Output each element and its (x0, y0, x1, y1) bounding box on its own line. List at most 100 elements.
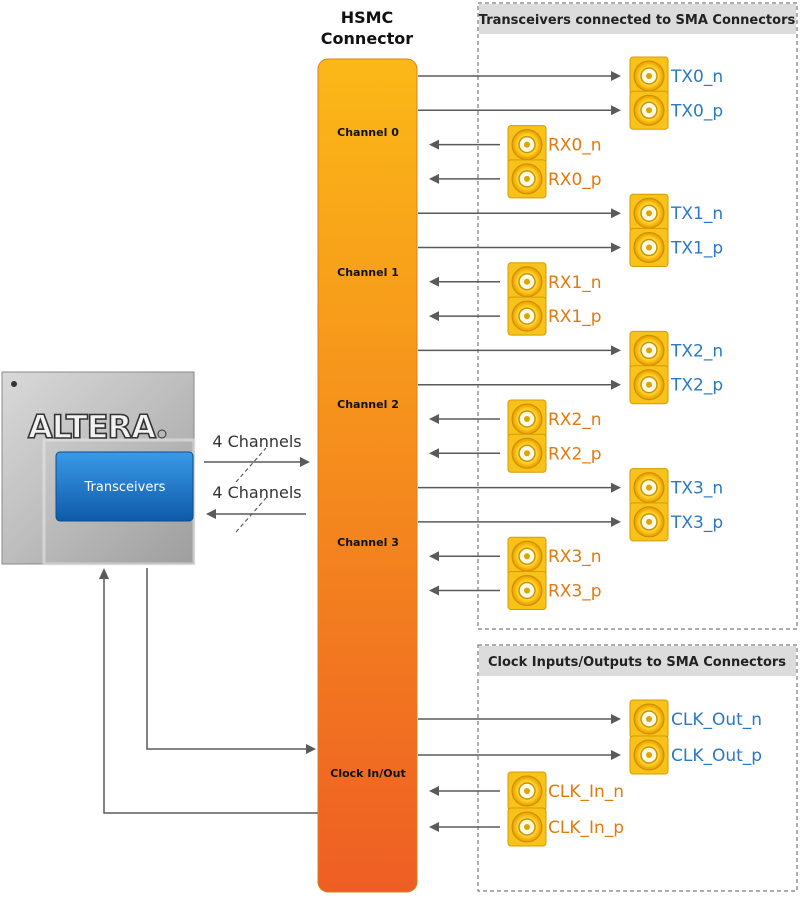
sma-signal-rows: TX0_nTX0_pRX0_nRX0_pTX1_nTX1_pRX1_nRX1_p… (418, 56, 762, 847)
clock-group-header-bg (479, 646, 796, 676)
signal-out-arrowhead (611, 714, 621, 724)
signal-in-arrowhead (429, 276, 439, 287)
sma-row-tx3-n: TX3_n (418, 468, 723, 508)
sma-connector-icon (507, 433, 547, 473)
bus-rx-label: 4 Channels (212, 483, 301, 502)
signal-out-arrowhead (611, 105, 621, 116)
sma-connector-icon (629, 228, 669, 267)
sma-row-rx3-n: RX3_n (429, 536, 602, 576)
signal-label: RX2_n (548, 410, 602, 430)
sma-connector-icon (507, 571, 547, 610)
signal-in-arrowhead (429, 585, 439, 596)
pin1-dot-icon (11, 381, 17, 387)
signal-label: RX3_p (548, 582, 602, 602)
channel-1-label: Channel 1 (337, 266, 399, 279)
signal-label: TX3_p (670, 513, 723, 533)
bus-tx-arrowhead (300, 457, 310, 467)
signal-out-arrowhead (611, 345, 621, 356)
channel-0-label: Channel 0 (337, 126, 399, 139)
sma-connector-icon (629, 193, 669, 233)
sma-connector-icon (629, 502, 669, 542)
sma-connector-icon (629, 699, 669, 739)
signal-in-arrowhead (429, 822, 439, 832)
sma-connector-icon (507, 125, 547, 165)
signal-label: RX2_p (548, 444, 602, 464)
sma-row-tx2-n: TX2_n (418, 330, 723, 370)
sma-connector-icon (629, 90, 669, 130)
hsmc-title-line1: HSMC (341, 8, 394, 27)
signal-out-arrowhead (611, 242, 621, 253)
bus-tx-slash (235, 447, 267, 483)
signal-out-arrowhead (611, 516, 621, 527)
signal-label: CLK_In_n (548, 782, 624, 802)
signal-in-arrowhead (429, 551, 439, 562)
altera-logo: ALTERA (28, 408, 156, 446)
sma-row-rx0-p: RX0_p (429, 159, 602, 199)
sma-row-rx3-p: RX3_p (429, 571, 602, 610)
signal-label: RX0_p (548, 170, 602, 190)
sma-connector-icon (629, 56, 669, 96)
hsmc-connector-bar (317, 58, 418, 893)
bus-tx-label: 4 Channels (212, 432, 301, 451)
signal-out-arrowhead (611, 379, 621, 390)
fpga-chip: ALTERA Transceivers (1, 371, 196, 566)
sma-connector-icon (629, 468, 669, 508)
signal-out-arrowhead (611, 208, 621, 219)
sma-row-rx1-p: RX1_p (429, 296, 602, 336)
signal-label: TX0_n (670, 67, 723, 87)
signal-label: TX2_p (670, 376, 723, 396)
bus-rx-arrowhead (206, 509, 216, 519)
sma-row-rx2-p: RX2_p (429, 433, 602, 473)
signal-out-arrowhead (611, 750, 621, 760)
sma-connector-icon (507, 807, 547, 847)
sma-connector-icon (629, 330, 669, 370)
transceiver-group-header-bg (479, 4, 796, 34)
signal-in-arrowhead (429, 414, 439, 424)
sma-row-tx2-p: TX2_p (418, 365, 723, 405)
sma-row-rx1-n: RX1_n (429, 262, 602, 302)
transceivers-block (55, 451, 194, 522)
hsmc-title-line2: Connector (321, 29, 413, 48)
signal-label: TX2_n (670, 341, 723, 361)
signal-out-arrowhead (611, 71, 621, 81)
sma-row-tx0-n: TX0_n (418, 56, 723, 96)
sma-connector-icon (507, 771, 547, 811)
sma-row-tx3-p: TX3_p (418, 502, 723, 542)
signal-label: RX0_n (548, 136, 602, 156)
signal-label: RX3_n (548, 547, 602, 567)
sma-connector-icon (507, 159, 547, 199)
sma-row-rx0-n: RX0_n (429, 125, 602, 165)
signal-in-arrowhead (429, 173, 439, 184)
sma-row-clk-out-p: CLK_Out_p (418, 735, 762, 775)
clock-out-line (146, 568, 308, 750)
sma-connector-icon (507, 399, 547, 439)
signal-in-arrowhead (429, 786, 439, 796)
signal-out-arrowhead (611, 482, 621, 493)
signal-in-arrowhead (429, 139, 439, 150)
sma-row-tx1-p: TX1_p (418, 228, 723, 267)
signal-in-arrowhead (429, 311, 439, 322)
signal-label: TX3_n (670, 479, 723, 499)
clock-group-header: Clock Inputs/Outputs to SMA Connectors (488, 655, 786, 670)
transceiver-group-header: Transceivers connected to SMA Connectors (479, 13, 796, 28)
sma-row-tx1-n: TX1_n (418, 193, 723, 233)
sma-row-rx2-n: RX2_n (429, 399, 602, 439)
bus-rx-slash (235, 497, 267, 533)
signal-label: RX1_n (548, 273, 602, 293)
sma-connector-icon (507, 262, 547, 302)
sma-connector-icon (507, 536, 547, 576)
sma-row-tx0-p: TX0_p (418, 90, 723, 130)
signal-label: TX0_p (670, 101, 723, 121)
signal-label: CLK_Out_p (671, 746, 762, 766)
sma-row-clk-in-n: CLK_In_n (429, 771, 624, 811)
sma-connector-icon (629, 735, 669, 775)
sma-connector-icon (507, 296, 547, 336)
clock-in-out-label: Clock In/Out (330, 767, 405, 780)
signal-label: CLK_Out_n (671, 710, 762, 730)
channel-3-label: Channel 3 (337, 536, 399, 549)
sma-row-clk-out-n: CLK_Out_n (418, 699, 762, 739)
signal-in-arrowhead (429, 448, 439, 459)
channel-2-label: Channel 2 (337, 398, 399, 411)
transceivers-block-label: Transceivers (84, 480, 166, 495)
